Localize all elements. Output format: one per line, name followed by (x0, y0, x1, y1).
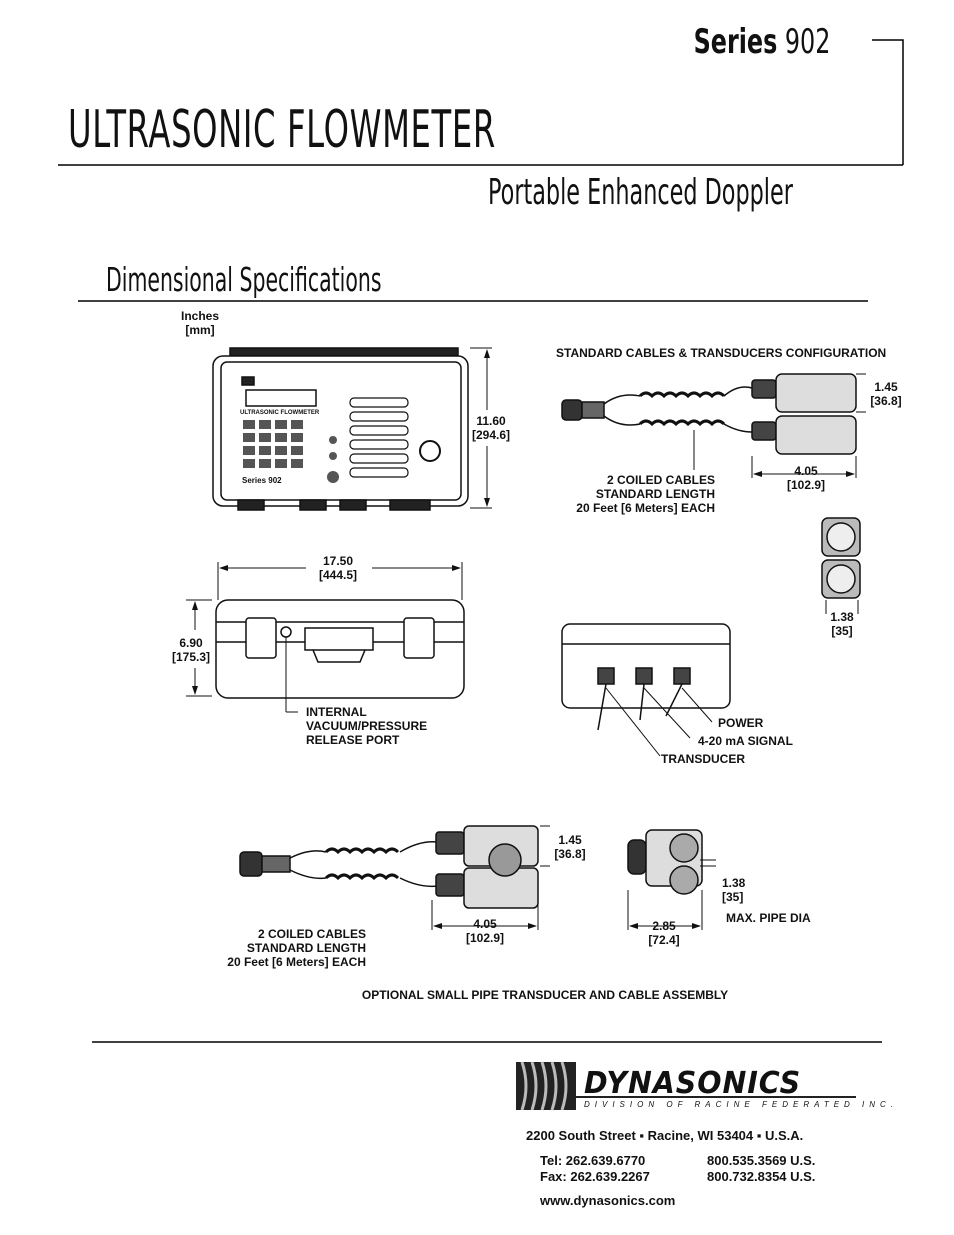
std-width-mm: [102.9] (786, 478, 826, 492)
page-title: ULTRASONIC FLOWMETER (68, 100, 496, 160)
panel-model: Series 902 (242, 476, 282, 485)
side-width-in: 17.50 (322, 554, 354, 568)
side-height-dim: 6.90 [175.3] (164, 636, 218, 664)
std-face-in: 1.38 (830, 610, 854, 624)
company-fax-tollfree: 800.732.8354 U.S. (707, 1169, 816, 1184)
opt-width-mm: [102.9] (465, 931, 505, 945)
standard-transducer-drawing (561, 373, 866, 614)
opt-cable-line-3: 20 Feet [6 Meters] EACH (227, 955, 366, 969)
std-height-dim: 1.45 [36.8] (864, 380, 908, 408)
company-address: 2200 South Street ▪ Racine, WI 53404 ▪ U… (526, 1128, 804, 1143)
company-fax: Fax: 262.639.2267 (540, 1169, 650, 1184)
opt-pipe-in: 1.38 (722, 876, 746, 890)
opt-pipe-mm: [35] (722, 890, 744, 904)
company-logo-text: DYNASONICS (584, 1066, 802, 1101)
units-mm: [mm] (185, 323, 215, 337)
opt-height-mm: [36.8] (554, 847, 586, 861)
std-cable-line-1: 2 COILED CABLES (606, 473, 715, 487)
dynasonics-logo-mark (516, 1061, 856, 1111)
std-height-in: 1.45 (874, 380, 898, 394)
company-website[interactable]: www.dynasonics.com (540, 1193, 676, 1208)
device-side-drawing (186, 562, 465, 713)
opt-pipe-label: MAX. PIPE DIA (726, 911, 811, 925)
std-width-dim: 4.05 [102.9] (778, 464, 834, 492)
optional-caption: OPTIONAL SMALL PIPE TRANSDUCER AND CABLE… (361, 988, 729, 1002)
side-width-dim: 17.50 [444.5] (308, 554, 368, 582)
units-inches: Inches (180, 309, 219, 323)
opt-cable-label: 2 COILED CABLES STANDARD LENGTH 20 Feet … (206, 927, 366, 969)
series-word: Series (693, 22, 777, 62)
side-height-in: 6.90 (179, 636, 203, 650)
units-label: Inches [mm] (172, 309, 228, 337)
opt-depth-in: 2.85 (652, 919, 676, 933)
opt-depth-dim: 2.85 [72.4] (640, 919, 688, 947)
opt-height-in: 1.45 (558, 833, 582, 847)
side-width-mm: [444.5] (318, 568, 358, 582)
series-label: Series 902 (693, 22, 830, 62)
front-height-in: 11.60 (476, 414, 506, 428)
std-face-dim: 1.38 [35] (822, 610, 862, 638)
power-label: POWER (718, 716, 764, 730)
release-port-line-3: RELEASE PORT (306, 733, 400, 747)
std-face-mm: [35] (831, 624, 853, 638)
standard-config-heading: STANDARD CABLES & TRANSDUCERS CONFIGURAT… (556, 346, 887, 360)
connector-drawing (561, 623, 731, 757)
std-cable-label: 2 COILED CABLES STANDARD LENGTH 20 Feet … (555, 473, 715, 515)
front-height-dim: 11.60 [294.6] (463, 414, 519, 442)
std-cable-line-3: 20 Feet [6 Meters] EACH (576, 501, 715, 515)
section-title: Dimensional Specifications (106, 260, 382, 299)
transducer-label: TRANSDUCER (661, 752, 745, 766)
release-port-line-2: VACUUM/PRESSURE (306, 719, 428, 733)
front-height-mm: [294.6] (471, 428, 511, 442)
company-division: DIVISION OF RACINE FEDERATED INC. (584, 1100, 899, 1109)
opt-depth-mm: [72.4] (648, 933, 680, 947)
panel-title: ULTRASONIC FLOWMETER (240, 410, 320, 416)
company-tel-tollfree: 800.535.3569 U.S. (707, 1153, 816, 1168)
side-height-mm: [175.3] (171, 650, 211, 664)
opt-height-dim: 1.45 [36.8] (548, 833, 592, 861)
opt-width-in: 4.05 (473, 917, 497, 931)
std-cable-line-2: STANDARD LENGTH (595, 487, 715, 501)
device-front-drawing (212, 347, 492, 511)
opt-pipe-dim: 1.38 [35] (722, 876, 745, 904)
std-height-mm: [36.8] (870, 394, 902, 408)
release-port-line-1: INTERNAL (306, 705, 367, 719)
series-number: 902 (784, 22, 830, 62)
page-subtitle: Portable Enhanced Doppler (488, 172, 793, 213)
signal-label: 4-20 mA SIGNAL (698, 734, 793, 748)
release-port-label: INTERNAL VACUUM/PRESSURE RELEASE PORT (306, 705, 427, 747)
std-width-in: 4.05 (794, 464, 818, 478)
opt-width-dim: 4.05 [102.9] (457, 917, 513, 945)
company-tel: Tel: 262.639.6770 (540, 1153, 646, 1168)
opt-cable-line-1: 2 COILED CABLES (257, 927, 366, 941)
opt-cable-line-2: STANDARD LENGTH (246, 941, 366, 955)
optional-assembly-drawing (239, 825, 716, 930)
